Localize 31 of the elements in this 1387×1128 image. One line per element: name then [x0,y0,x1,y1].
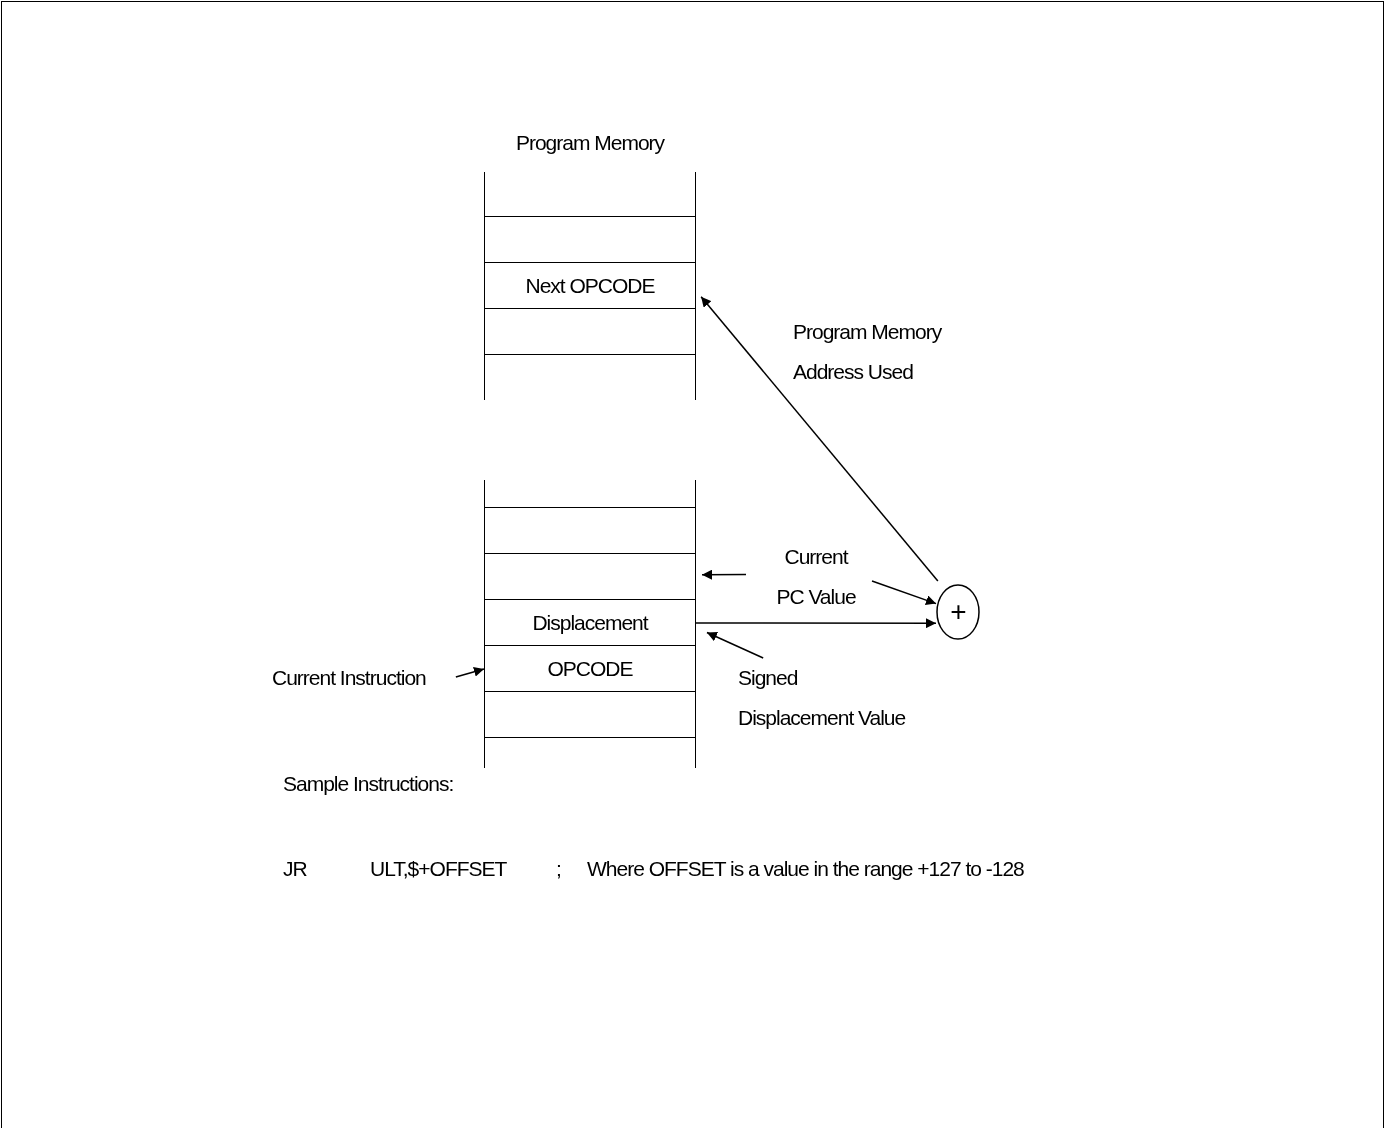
arrow [695,618,937,629]
arrow [871,580,937,605]
arrow [700,296,939,582]
memory-cell [484,309,696,355]
annotation-text: Current Instruction [272,665,426,691]
instruction-text: ULT,$+OFFSET [370,857,507,881]
memory-cell [484,646,696,692]
memory-cell [484,480,696,508]
instruction-text: Where OFFSET is a value in the range +127 to -128 [587,857,1024,881]
memory-cell [484,217,696,263]
arrow [706,631,764,659]
plus-sign: + [950,596,966,628]
annotation-text: Signed Displacement Value [738,665,907,731]
arrow [701,569,747,580]
annotation-text: Current PC Value [775,544,857,610]
instruction-text: Sample Instructions: [283,772,454,796]
cell-text: Displacement [532,610,648,635]
memory-cell [484,355,696,400]
cell-text: OPCODE [547,656,633,681]
instruction-text: JR [283,857,307,881]
column-heading: Program Memory [515,131,665,155]
memory-cell [484,692,696,738]
instruction-text: ; [556,857,561,881]
cell-text: Next OPCODE [525,273,655,298]
memory-cell [484,263,696,309]
memory-cell [484,172,696,217]
arrow [455,666,485,678]
memory-cell [484,738,696,768]
memory-cell [484,508,696,554]
memory-cell [484,554,696,600]
memory-cell [484,600,696,646]
